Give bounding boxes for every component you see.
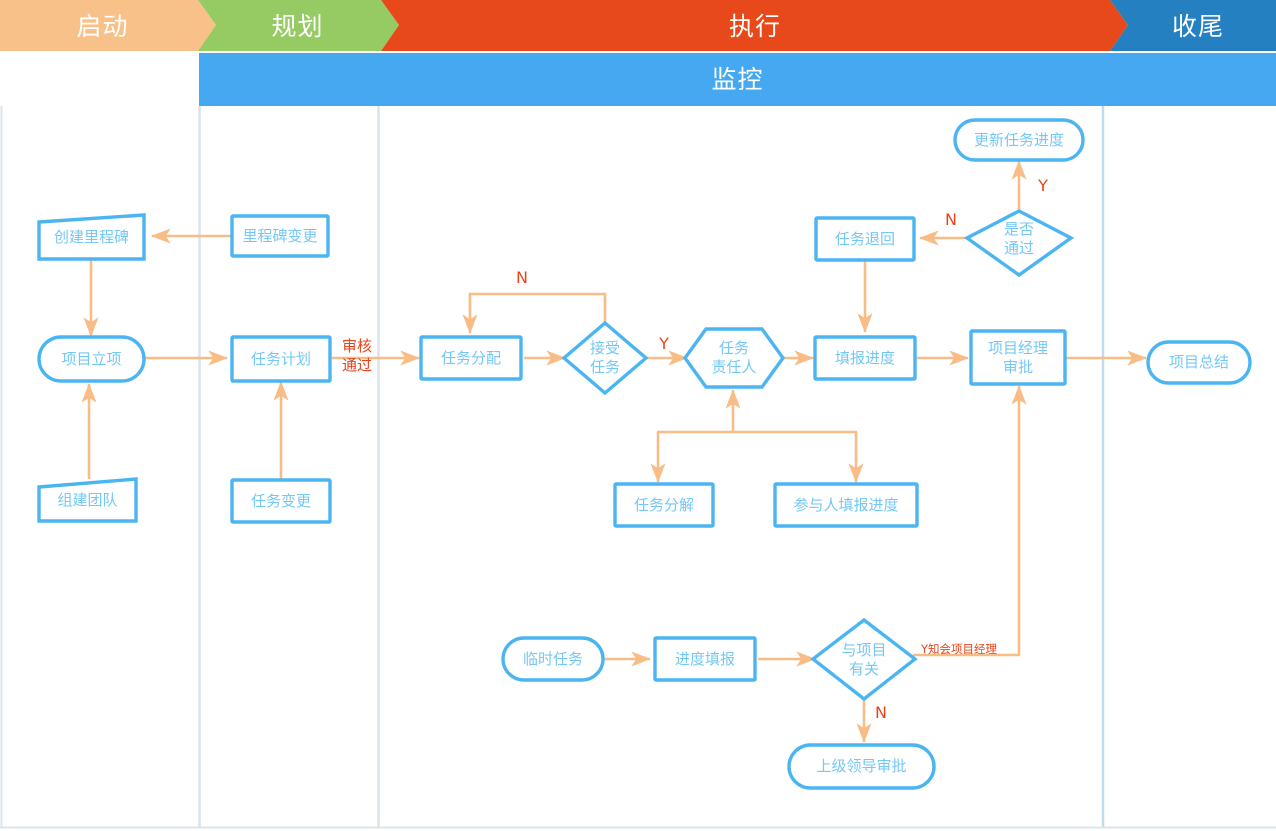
branch-leg-group (650, 432, 864, 484)
node-task-return-shape (814, 216, 916, 262)
phase-banner-close (1110, 0, 1276, 51)
node-task-change-shape (230, 478, 332, 524)
phase-banner-group (0, 0, 1276, 51)
node-create-milestone-shape (37, 213, 146, 261)
monitor-band (199, 53, 1276, 106)
node-form-team-shape (37, 477, 138, 523)
node-project-summary-shape (1146, 340, 1252, 385)
node-task-assign-shape (419, 335, 523, 381)
node-temporary-task-shape (501, 636, 605, 682)
node-accept-task-shape (561, 320, 649, 396)
phase-banner-initiate (0, 0, 216, 51)
phase-banner-plan (198, 0, 399, 51)
node-is-approved-shape (963, 209, 1075, 278)
node-pm-approval-shape (969, 329, 1067, 386)
node-task-breakdown-shape (613, 482, 715, 528)
connector-group (81, 159, 1148, 744)
node-progress-report-shape (653, 636, 757, 682)
node-participant-report-shape (773, 482, 919, 528)
edge-accept-no-to-taskassign (462, 292, 607, 335)
node-related-to-project-shape (810, 617, 918, 702)
node-fill-progress-shape (813, 335, 917, 381)
node-task-plan-shape (230, 335, 332, 383)
node-project-initiation-shape (37, 335, 146, 383)
phase-banner-execute (381, 0, 1128, 51)
node-milestone-change-shape (230, 214, 330, 258)
node-update-task-progress-shape (953, 118, 1085, 162)
node-task-owner-shape (682, 327, 786, 389)
node-shape-group (37, 118, 1252, 790)
node-superior-approval-shape (787, 743, 936, 790)
lane-divider-group (0, 106, 1276, 829)
edge-related-yes-to-pmapproval (913, 384, 1027, 657)
